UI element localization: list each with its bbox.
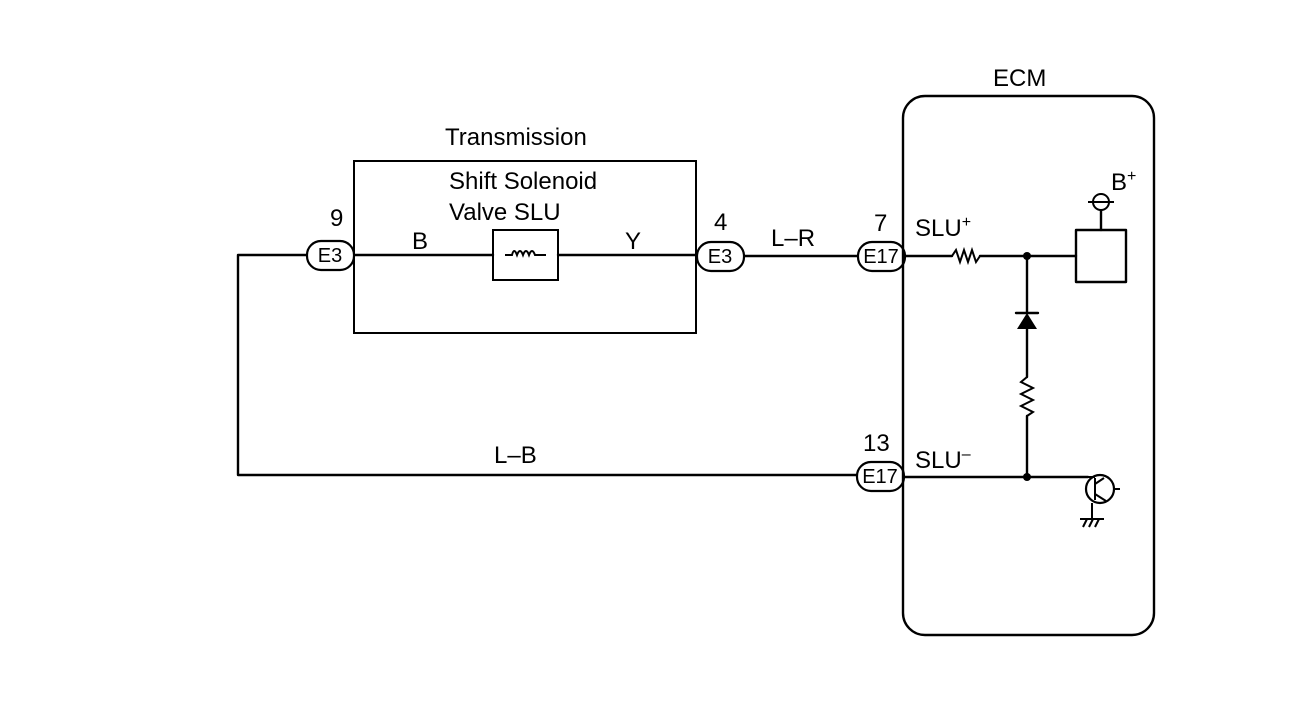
wire-l-b-label: L–B xyxy=(494,442,537,469)
b-plus-terminal xyxy=(1088,193,1114,232)
transmission-box xyxy=(353,160,697,334)
transmission-label: Transmission xyxy=(445,124,587,151)
pin-9-label: 9 xyxy=(330,205,343,232)
solenoid-label-line1: Shift Solenoid xyxy=(449,168,597,195)
solenoid-label-line2: Valve SLU xyxy=(449,199,561,226)
wire-l-b-loop xyxy=(236,253,858,477)
slu-plus-label: SLU+ xyxy=(915,214,971,242)
ecm-diode xyxy=(1014,254,1040,379)
ground-icon xyxy=(1080,518,1104,528)
connector-e17-pin13: E17 xyxy=(855,460,906,493)
b-plus-label: B+ xyxy=(1111,168,1136,196)
slu-minus-label: SLU– xyxy=(915,446,971,474)
ecm-series-resistor xyxy=(903,246,1078,266)
svg-text:E17: E17 xyxy=(862,466,898,488)
ecm-label: ECM xyxy=(993,65,1046,92)
wire-b-label: B xyxy=(412,228,428,255)
ecm-shunt-resistor xyxy=(1018,376,1036,479)
transistor-icon xyxy=(1084,473,1120,518)
pin-7-label: 7 xyxy=(874,210,887,237)
connector-e3-pin4: E3 xyxy=(695,240,746,273)
wire-l-r-label: L–R xyxy=(771,225,815,252)
solenoid-coil-symbol xyxy=(492,229,559,281)
connector-e17-pin7: E17 xyxy=(856,240,907,273)
ecm-driver-box xyxy=(1074,228,1128,284)
pin-13-label: 13 xyxy=(863,430,890,457)
ecm-box xyxy=(901,94,1156,637)
connector-e3-pin9: E3 xyxy=(305,239,356,272)
svg-text:E17: E17 xyxy=(863,246,899,268)
svg-text:E3: E3 xyxy=(318,245,342,267)
svg-text:E3: E3 xyxy=(708,246,732,268)
wire-y-label: Y xyxy=(625,228,641,255)
pin-4-label: 4 xyxy=(714,209,727,236)
